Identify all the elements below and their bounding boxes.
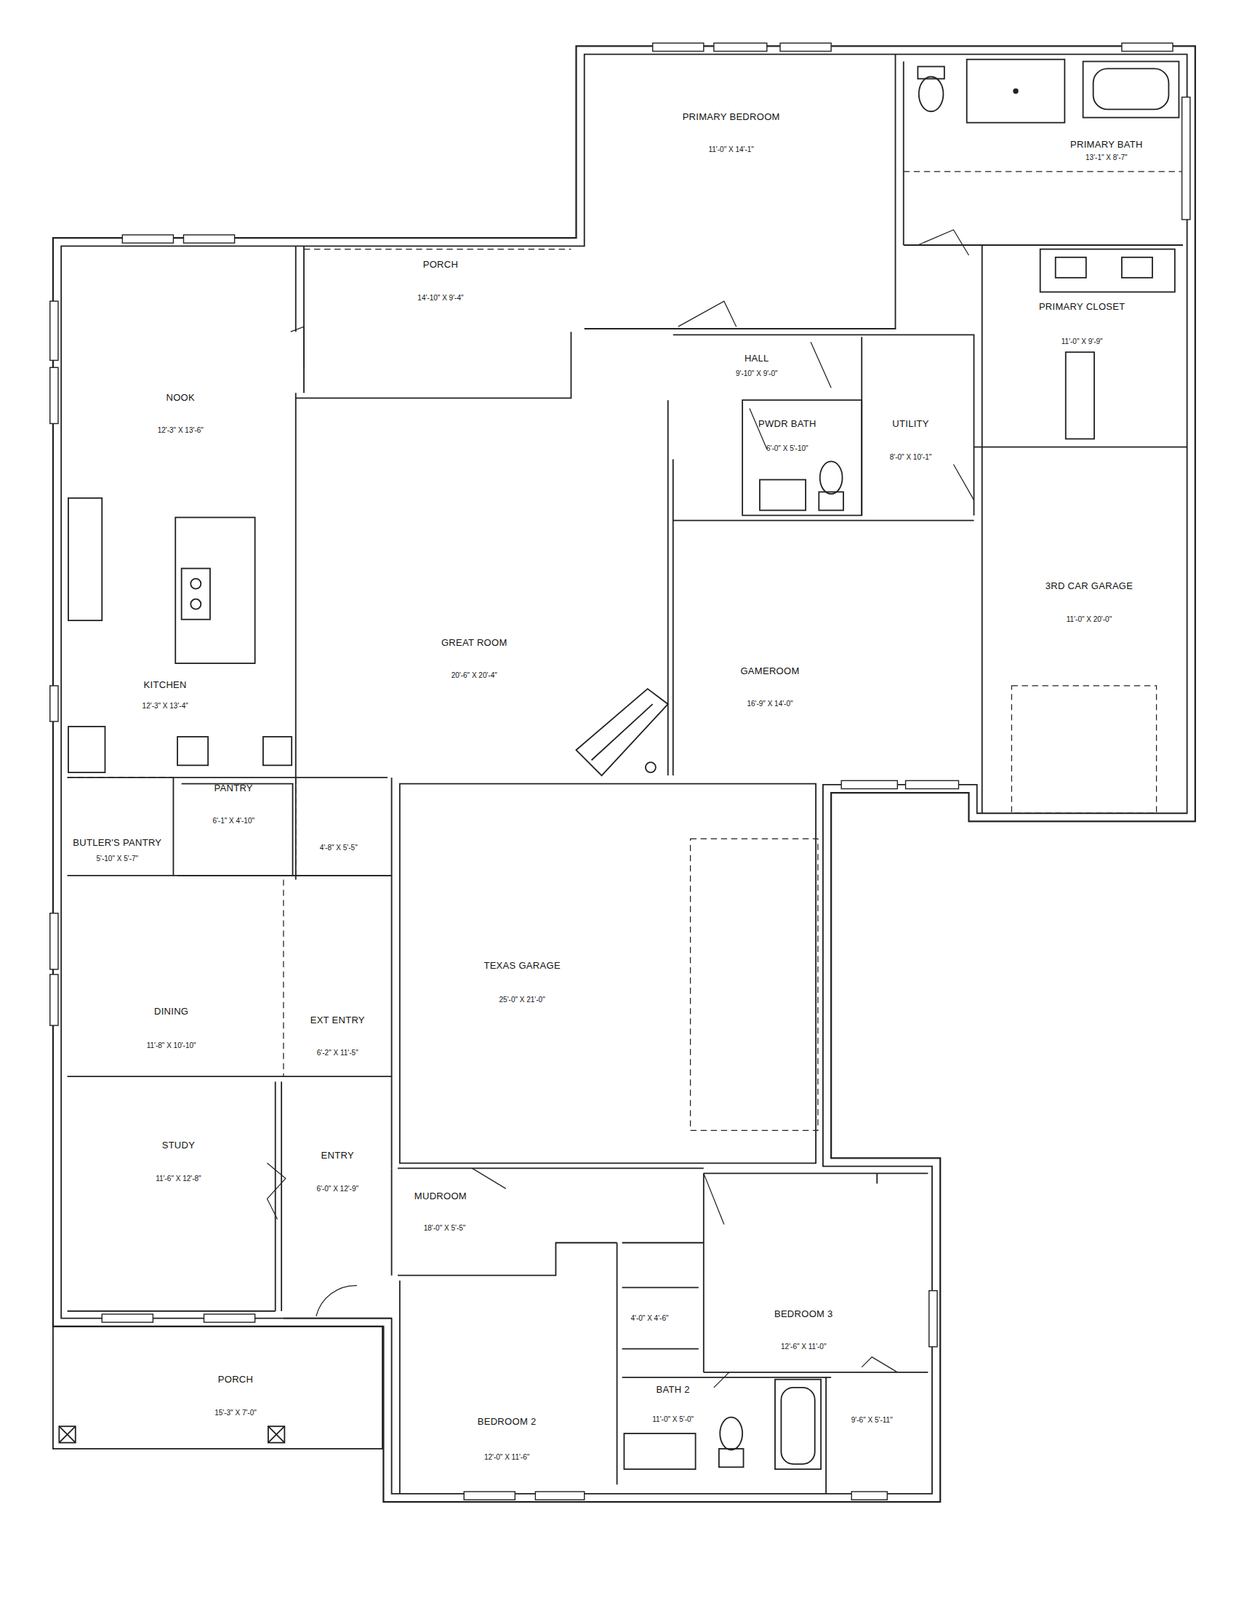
room-dimension: 12'-3" X 13'-6" — [157, 426, 204, 435]
room-area: PORCH 14'-10" X 9'-4" — [303, 248, 571, 393]
room-area: KITCHEN 12'-3" X 13'-4" — [67, 479, 296, 776]
room-name: PRIMARY BEDROOM — [682, 111, 781, 121]
room-name: GREAT ROOM — [441, 636, 508, 647]
room-dimension: 20'-6" X 20'-4" — [451, 671, 498, 680]
room-name: BUTLER'S PANTRY — [72, 836, 162, 847]
room-area: TEXAS GARAGE 25'-0" X 21'-0" — [399, 783, 816, 1164]
room-name: PANTRY — [214, 783, 254, 793]
room-name: GAMEROOM — [740, 665, 800, 675]
room-dimension: 11'-0" X 5'-0" — [652, 1415, 694, 1423]
room-dimension: 18'-0" X 5'-5" — [423, 1224, 467, 1232]
room-area: BEDROOM 3 12'-6" X 11'-0" — [703, 1173, 929, 1373]
room-area: PANTRY 6'-1" X 4'-10" — [181, 783, 294, 873]
room-area: BUTLER'S PANTRY 5'-10" X 5'-7" — [67, 783, 174, 873]
dimension-label: 4'-8" X 5'-5" — [319, 844, 358, 852]
room-dimension: 15'-3" X 7'-0" — [214, 1409, 257, 1417]
room-dimension: 8'-0" X 10'-1" — [889, 453, 933, 461]
room-dimension: 11'-6" X 12'-8" — [155, 1174, 201, 1183]
room-name: PORCH — [218, 1373, 254, 1383]
room-area: PWDR BATH 6'-0" X 5'-10" — [742, 399, 862, 516]
room-dimension: 12'-0" X 11'-6" — [484, 1453, 530, 1461]
room-name: STUDY — [162, 1140, 196, 1150]
room-name: BEDROOM 2 — [477, 1416, 537, 1426]
room-name: ENTRY — [321, 1150, 355, 1160]
room-name: UTILITY — [892, 418, 930, 429]
room-area: PRIMARY BATH 13'-1" X 8'-7" — [903, 58, 1183, 246]
room-dimension: 6'-0" X 12'-9" — [316, 1185, 359, 1193]
room-dimension: 16'-9" X 14'-0" — [746, 700, 793, 708]
room-area: 3RD CAR GARAGE 11'-0" X 20'-0" — [982, 452, 1183, 814]
room-name: MUDROOM — [414, 1190, 467, 1201]
room-area: PRIMARY CLOSET 11'-0" X 9'-9" — [982, 293, 1183, 443]
room-name: EXT ENTRY — [310, 1014, 365, 1024]
room-name: DINING — [154, 1006, 189, 1016]
room-name: KITCHEN — [143, 679, 187, 690]
room-area: DINING 11'-8" X 10'-10" — [67, 879, 283, 1074]
room-dimension: 11'-0" X 20'-0" — [1066, 615, 1112, 624]
room-dimension: 9'-10" X 9'-0" — [735, 370, 778, 378]
room-dimension: 12'-6" X 11'-0" — [780, 1342, 826, 1351]
room-name: 3RD CAR GARAGE — [1045, 580, 1134, 591]
room-area: GREAT ROOM 20'-6" X 20'-4" — [298, 397, 669, 776]
room-dimension: 14'-10" X 9'-4" — [417, 294, 464, 302]
room-name: PORCH — [423, 259, 459, 270]
dimension-label: 9'-6" X 5'-11" — [851, 1416, 893, 1424]
room-dimension: 11'-0" X 9'-9" — [1061, 338, 1103, 346]
room-area: HALL 9'-10" X 9'-0" — [673, 334, 837, 398]
room-dimension: 6'-1" X 4'-10" — [212, 817, 255, 825]
room-name: NOOK — [166, 391, 195, 402]
room-area: MUDROOM 18'-0" X 5'-5" — [397, 1168, 725, 1235]
room-dimension: 12'-3" X 13'-4" — [142, 702, 189, 710]
room-area: GAMEROOM 16'-9" X 14'-0" — [673, 520, 975, 776]
room-name: PRIMARY CLOSET — [1038, 301, 1126, 311]
room-dimension: 6'-2" X 11'-5" — [316, 1049, 359, 1057]
room-area: PRIMARY BEDROOM 11'-0" X 14'-1" — [589, 58, 896, 329]
room-name: BEDROOM 3 — [774, 1307, 834, 1318]
room-dimension: 5'-10" X 5'-7" — [95, 855, 139, 863]
room-area: PORCH 15'-3" X 7'-0" — [55, 1328, 383, 1447]
room-area: ENTRY 6'-0" X 12'-9" — [283, 1081, 392, 1311]
room-dimension: 25'-0" X 21'-0" — [499, 996, 546, 1004]
room-area: BATH 2 11'-0" X 5'-0" — [618, 1377, 826, 1469]
room-dimension: 6'-0" X 5'-10" — [766, 444, 809, 453]
room-area: NOOK 12'-3" X 13'-6" — [67, 253, 296, 480]
room-name: HALL — [744, 353, 770, 363]
room-area: BEDROOM 2 12'-0" X 11'-6" — [399, 1280, 618, 1485]
room-name: TEXAS GARAGE — [483, 960, 560, 970]
room-name: PRIMARY BATH — [1070, 138, 1143, 149]
room-area: EXT ENTRY 6'-2" X 11'-5" — [283, 879, 392, 1074]
room-dimension: 11'-0" X 14'-1" — [708, 146, 754, 154]
room-dimension: 11'-8" X 10'-10" — [146, 1041, 197, 1050]
room-dimension: 13'-1" X 8'-7" — [1085, 154, 1128, 162]
room-name: BATH 2 — [656, 1383, 690, 1394]
dimension-label: 4'-0" X 4'-6" — [630, 1314, 669, 1322]
room-area: STUDY 11'-6" X 12'-8" — [67, 1081, 276, 1311]
room-area: UTILITY 8'-0" X 10'-1" — [866, 334, 974, 515]
room-name: PWDR BATH — [758, 418, 817, 429]
